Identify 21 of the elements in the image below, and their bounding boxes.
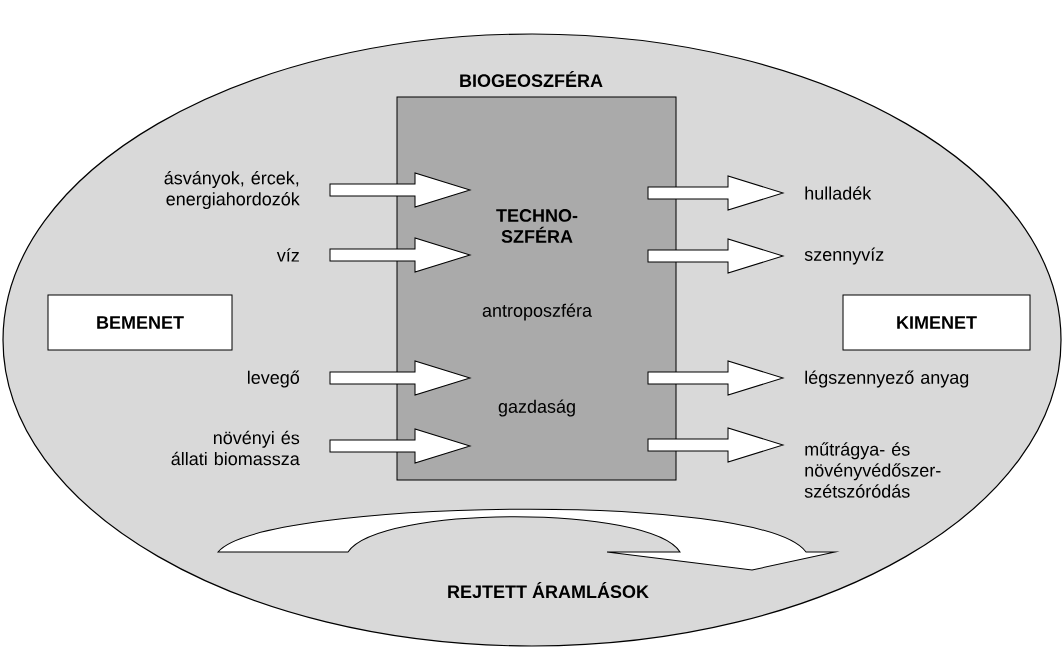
flow-label: levegő xyxy=(247,370,300,388)
heading: BIOGEOSZFÉRA xyxy=(460,70,603,88)
flow-label: ásványok, ércek, energiahordozók xyxy=(164,171,300,209)
flow-label: légszennyező anyag xyxy=(805,370,969,388)
flow-label: víz xyxy=(276,248,299,262)
flow-label: szennyvíz xyxy=(804,247,884,265)
block-arrow xyxy=(329,360,471,396)
block-arrow xyxy=(329,237,471,273)
block-arrow xyxy=(647,360,784,396)
process-box: TECHNO- SZFÉRA antroposzféra gazdaság xyxy=(396,96,677,481)
label-box: KIMENET xyxy=(842,294,1031,351)
flow-label: növényi és állati biomassza xyxy=(171,430,300,466)
bottom-heading: REJTETT ÁRAMLÁSOK xyxy=(448,581,649,599)
block-arrow xyxy=(647,238,784,274)
block-arrow xyxy=(329,428,471,464)
block-arrow xyxy=(647,427,784,463)
flow-label: hulladék xyxy=(805,186,872,200)
flow-label: műtrágya- és növényvédőszer- szétszóródás xyxy=(804,442,941,498)
block-arrow xyxy=(647,175,784,211)
block-arrow xyxy=(329,172,471,208)
label-box: BEMENET xyxy=(47,294,233,351)
